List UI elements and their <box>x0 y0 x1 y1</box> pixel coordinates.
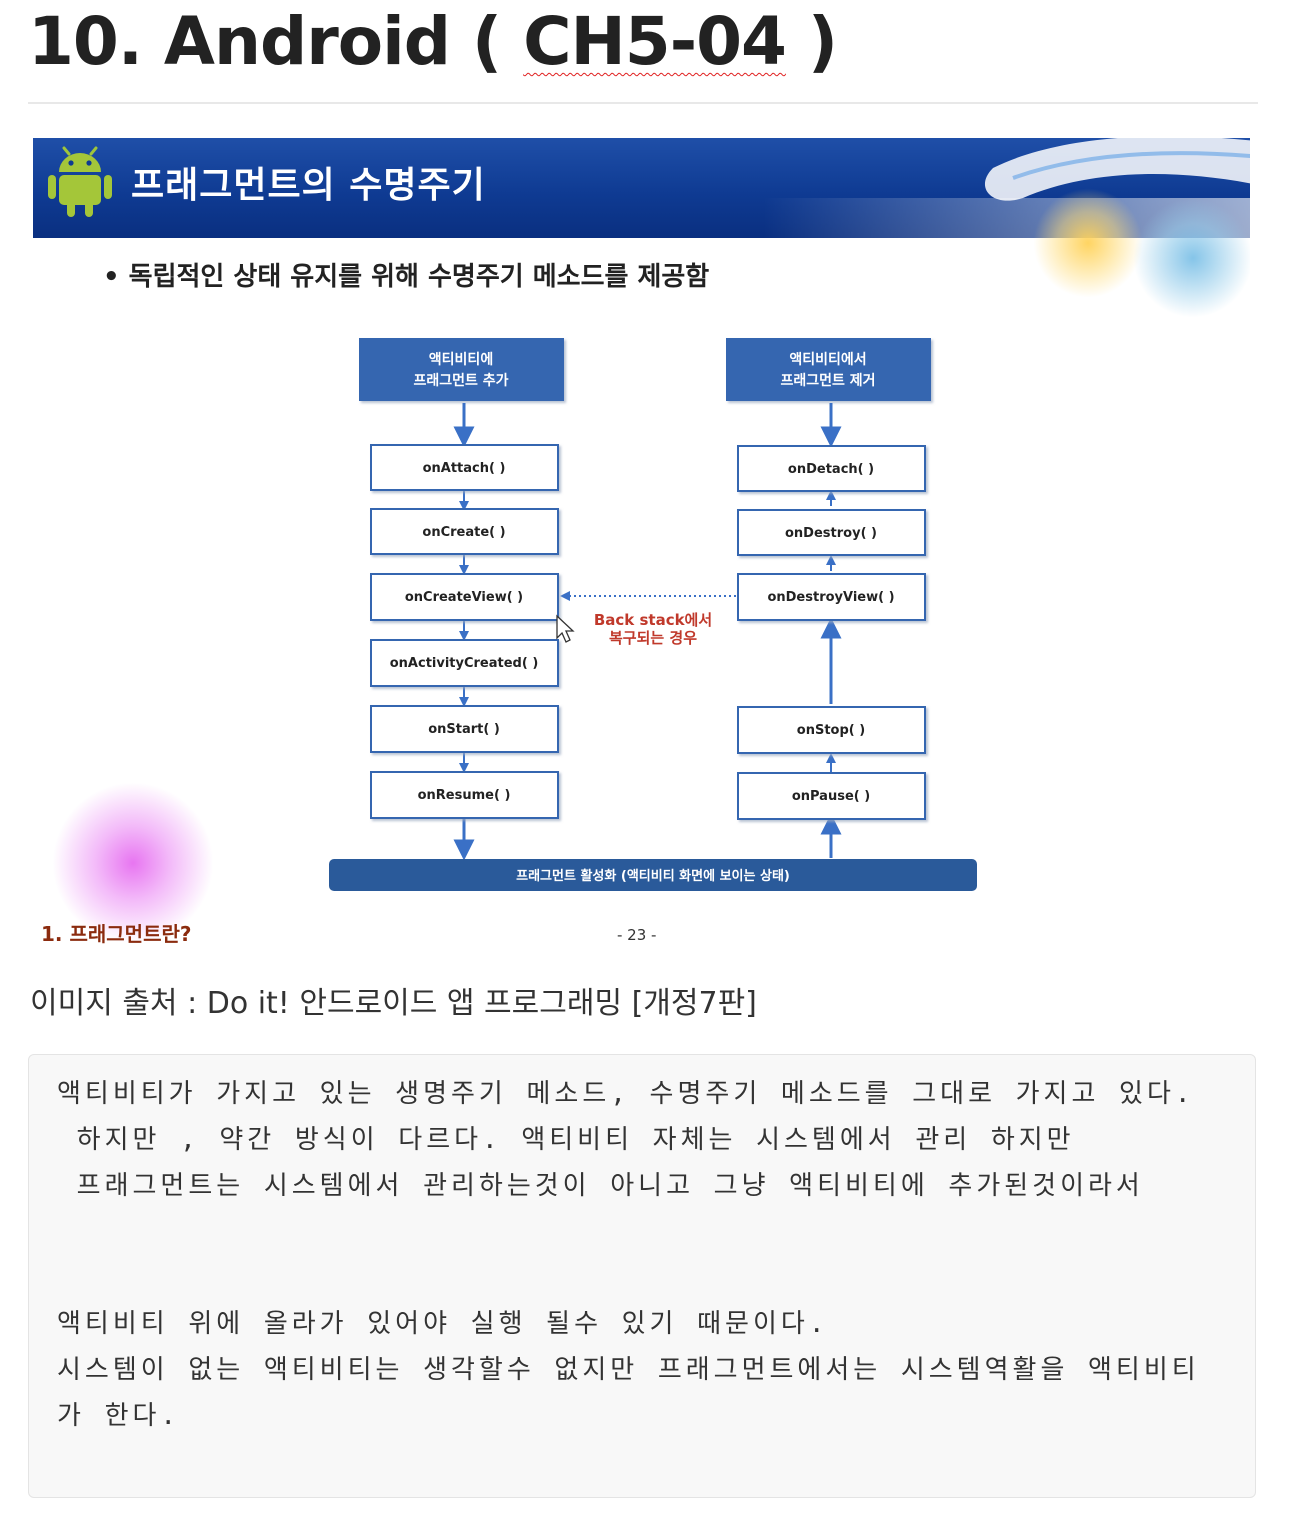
method-box-oncreate: onCreate( ) <box>370 508 559 555</box>
slide-bullet: • 독립적인 상태 유지를 위해 수명주기 메소드를 제공함 <box>103 262 710 292</box>
svg-text:onStop( ): onStop( ) <box>797 723 865 738</box>
title-divider <box>28 102 1258 104</box>
svg-text:onCreate( ): onCreate( ) <box>422 525 505 540</box>
decorative-glow-blue <box>1133 198 1250 318</box>
method-box-onactivitycreated: onActivityCreated( ) <box>370 639 559 687</box>
add-fragment-line-2: 프래그먼트 추가 <box>413 372 508 389</box>
decorative-wave <box>984 138 1250 201</box>
note-line: 시스템이 없는 액티비티는 생각할수 없지만 프래그먼트에서는 시스템역활을 액… <box>57 1355 1200 1385</box>
back-stack-label-line-1: Back stack에서 <box>594 611 712 629</box>
svg-text:onStart( ): onStart( ) <box>428 722 500 737</box>
fragment-lifecycle-diagram: 액티비티에 프래그먼트 추가 액티비티에서 프래그먼트 제거 Back stac… <box>329 338 977 891</box>
slide-page-number: - 23 - <box>617 926 657 944</box>
svg-text:onDestroyView( ): onDestroyView( ) <box>767 590 894 605</box>
note-code-block: 액티비티가 가지고 있는 생명주기 메소드, 수명주기 메소드를 그대로 가지고… <box>28 1054 1256 1498</box>
svg-text:onDestroy( ): onDestroy( ) <box>785 526 877 541</box>
svg-text:onActivityCreated( ): onActivityCreated( ) <box>390 656 539 671</box>
method-box-onattach: onAttach( ) <box>370 444 559 491</box>
svg-text:onDetach( ): onDetach( ) <box>788 462 874 477</box>
note-line: 가 한다. <box>57 1401 181 1431</box>
method-box-ondetach: onDetach( ) <box>737 445 926 492</box>
image-caption: 이미지 출처 : Do it! 안드로이드 앱 프로그래밍 [개정7판] <box>30 986 757 1021</box>
slide-section-label: 1. 프래그먼트란? <box>41 922 192 946</box>
android-icon <box>48 146 112 217</box>
method-box-onstop: onStop( ) <box>737 706 926 754</box>
method-box-ondestroyview: onDestroyView( ) <box>737 573 926 621</box>
svg-text:onPause( ): onPause( ) <box>792 789 870 804</box>
slide-title: 프래그먼트의 수명주기 <box>131 165 486 206</box>
add-fragment-line-1: 액티비티에 <box>429 351 493 368</box>
note-line: 프래그먼트는 시스템에서 관리하는것이 아니고 그냥 액티비티에 추가된것이라서 <box>57 1171 1144 1201</box>
remove-fragment-line-2: 프래그먼트 제거 <box>780 372 875 389</box>
method-box-ondestroy: onDestroy( ) <box>737 509 926 556</box>
note-line: 액티비티가 가지고 있는 생명주기 메소드, 수명주기 메소드를 그대로 가지고… <box>57 1079 1195 1109</box>
remove-fragment-box: 액티비티에서 프래그먼트 제거 <box>726 338 931 401</box>
back-stack-label-line-2: 복구되는 경우 <box>609 629 697 647</box>
lecture-slide-image: 프래그먼트의 수명주기 • 독립적인 상태 유지를 위해 수명주기 메소드를 제… <box>33 138 1250 948</box>
svg-text:onCreateView( ): onCreateView( ) <box>405 590 523 605</box>
title-prefix: 10. Android ( <box>28 3 524 80</box>
method-box-oncreateview: onCreateView( ) <box>370 573 559 621</box>
mouse-cursor-icon <box>556 614 575 643</box>
method-box-onresume: onResume( ) <box>370 771 559 819</box>
fragment-active-bar: 프래그먼트 활성화 (액티비티 화면에 보이는 상태) <box>329 859 977 891</box>
method-box-onstart: onStart( ) <box>370 705 559 753</box>
decorative-glow-pink <box>43 778 223 948</box>
note-line: 하지만 , 약간 방식이 다르다. 액티비티 자체는 시스템에서 관리 하지만 <box>57 1125 1075 1155</box>
svg-text:onResume( ): onResume( ) <box>418 788 511 803</box>
note-line: 액티비티 위에 올라가 있어야 실행 될수 있기 때문이다. <box>57 1309 829 1339</box>
remove-fragment-line-1: 액티비티에서 <box>789 351 866 368</box>
title-suffix: ) <box>785 3 838 80</box>
svg-text:프래그먼트 활성화 (액티비티 화면에 보이는 상태): 프래그먼트 활성화 (액티비티 화면에 보이는 상태) <box>516 868 790 884</box>
title-code: CH5-04 <box>523 3 787 80</box>
page-title: 10. Android ( CH5-04 ) <box>28 0 838 90</box>
decorative-glow-yellow <box>1033 188 1143 298</box>
method-box-onpause: onPause( ) <box>737 772 926 820</box>
add-fragment-box: 액티비티에 프래그먼트 추가 <box>359 338 564 401</box>
svg-text:onAttach( ): onAttach( ) <box>423 461 506 476</box>
